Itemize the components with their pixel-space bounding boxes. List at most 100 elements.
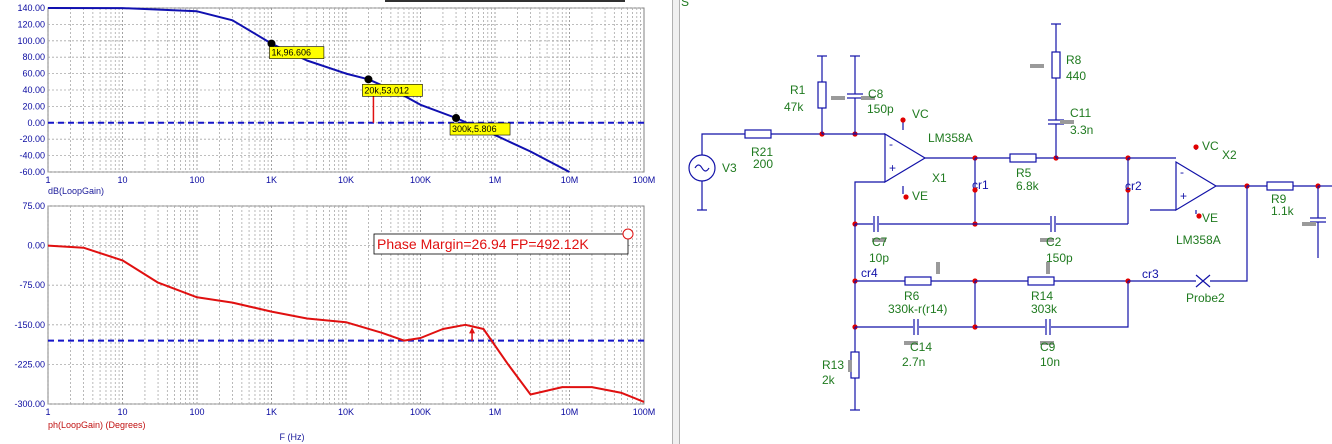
slider-handle <box>904 341 918 345</box>
slider-handle <box>872 238 886 242</box>
slider-handle <box>1302 222 1316 226</box>
y-tick-label: 120.00 <box>17 19 45 29</box>
phase-margin-annotation: Phase Margin=26.94 FP=492.12K <box>377 236 589 252</box>
component-label: C9 <box>1040 340 1056 354</box>
component-label: C2 <box>1046 235 1062 249</box>
marker-point <box>452 114 461 123</box>
component-label: VE <box>912 189 928 203</box>
slider-handle <box>1040 341 1054 345</box>
slider-handle <box>1030 64 1044 68</box>
annotation-box <box>373 233 629 255</box>
component-label: 1.1k <box>1271 204 1295 218</box>
y-tick-label: 140.00 <box>17 3 45 13</box>
junction-dot <box>1193 144 1199 150</box>
component-label: 150p <box>1046 251 1073 265</box>
resistor <box>1009 153 1037 163</box>
y-tick-label: 0.00 <box>27 118 45 128</box>
component-label: X2 <box>1222 148 1237 162</box>
component-label: 10n <box>1040 355 1060 369</box>
component-label: R14 <box>1031 289 1053 303</box>
x-tick-label: 10K <box>338 407 354 417</box>
component-label: R13 <box>822 358 844 372</box>
marker-label: 300k,5.806 <box>452 124 497 134</box>
x-tick-label: 10K <box>338 175 354 185</box>
marker-label-box <box>269 46 325 59</box>
x-tick-label: 100K <box>410 407 431 417</box>
marker-label-box <box>449 122 511 136</box>
component-label: 10p <box>869 251 889 265</box>
y-tick-label: -225.00 <box>14 359 45 369</box>
marker-point <box>267 39 276 48</box>
x-tick-label: 1 <box>45 407 50 417</box>
probe-point-cr3: cr3 <box>1142 267 1159 281</box>
component-label: R21 <box>751 145 773 159</box>
component-label: C8 <box>868 87 884 101</box>
x-tick-label: 10 <box>117 175 127 185</box>
resistor <box>817 81 827 109</box>
component-label: 2.7n <box>902 355 925 369</box>
wire <box>1210 186 1248 282</box>
junction-dot <box>903 194 909 200</box>
component-label: VE <box>1202 211 1218 225</box>
opamp-plus: + <box>1180 189 1187 203</box>
slider-handle <box>861 96 875 100</box>
component-label: 330k-r(r14) <box>888 302 947 316</box>
y-axis-title: dB(LoopGain) <box>48 186 104 196</box>
pane-divider[interactable] <box>672 0 680 444</box>
probe-marker <box>1195 274 1211 288</box>
y-tick-label: 20.00 <box>22 101 45 111</box>
x-axis-title: F (Hz) <box>280 432 305 442</box>
component-label: C7 <box>872 235 888 249</box>
resistor <box>1051 51 1061 79</box>
opamp-minus: - <box>1180 165 1184 179</box>
opamp-x1 <box>884 132 927 184</box>
x-tick-label: 1K <box>266 407 277 417</box>
wire <box>701 133 745 155</box>
component-label: R1 <box>790 83 806 97</box>
junction-dot <box>972 187 978 193</box>
label-probe2: Probe2 <box>1186 291 1225 305</box>
x-tick-label: 100 <box>189 407 204 417</box>
junction-dot <box>1125 187 1131 193</box>
component-label: VC <box>912 107 929 121</box>
component-label: 150p <box>867 102 894 116</box>
component-label: 303k <box>1031 302 1058 316</box>
annotation-handle <box>622 228 634 240</box>
opamp-x2 <box>1175 160 1218 212</box>
component-label: X1 <box>932 171 947 185</box>
x-tick-label: 10M <box>561 407 579 417</box>
label-v3: V3 <box>722 161 737 175</box>
x-tick-label: 100M <box>633 175 656 185</box>
opamp-minus: - <box>889 137 893 151</box>
gain-magnitude-chart: 140.00120.00100.0080.0060.0040.0020.000.… <box>17 0 656 196</box>
slider-handle <box>1060 120 1074 124</box>
marker-point <box>364 75 373 84</box>
y-tick-label: -300.00 <box>14 399 45 409</box>
x-tick-label: 10 <box>117 407 127 417</box>
component-label: R6 <box>904 289 920 303</box>
component-label: 6.8k <box>1016 179 1040 193</box>
y-tick-label: 75.00 <box>22 201 45 211</box>
y-tick-label: -60.00 <box>19 167 45 177</box>
y-tick-label: -75.00 <box>19 280 45 290</box>
junction-dot <box>900 117 906 123</box>
resistor <box>744 129 772 139</box>
y-axis-title: ph(LoopGain) (Degrees) <box>48 420 146 430</box>
wire <box>854 181 885 224</box>
probe-point-cr4: cr4 <box>861 266 878 280</box>
component-label: C14 <box>910 340 932 354</box>
x-tick-label: 1 <box>45 175 50 185</box>
slider-handle <box>831 96 845 100</box>
resistor <box>1027 276 1055 286</box>
sheet-corner-label: S <box>681 0 689 9</box>
y-tick-label: -40.00 <box>19 151 45 161</box>
sine-glyph <box>694 164 710 172</box>
y-tick-label: 0.00 <box>27 241 45 251</box>
component-label: 2k <box>822 373 836 387</box>
marker-arrow-head <box>469 327 476 334</box>
marker-label-box <box>362 84 423 97</box>
x-tick-label: 1K <box>266 175 277 185</box>
slider-handle <box>1040 238 1054 242</box>
